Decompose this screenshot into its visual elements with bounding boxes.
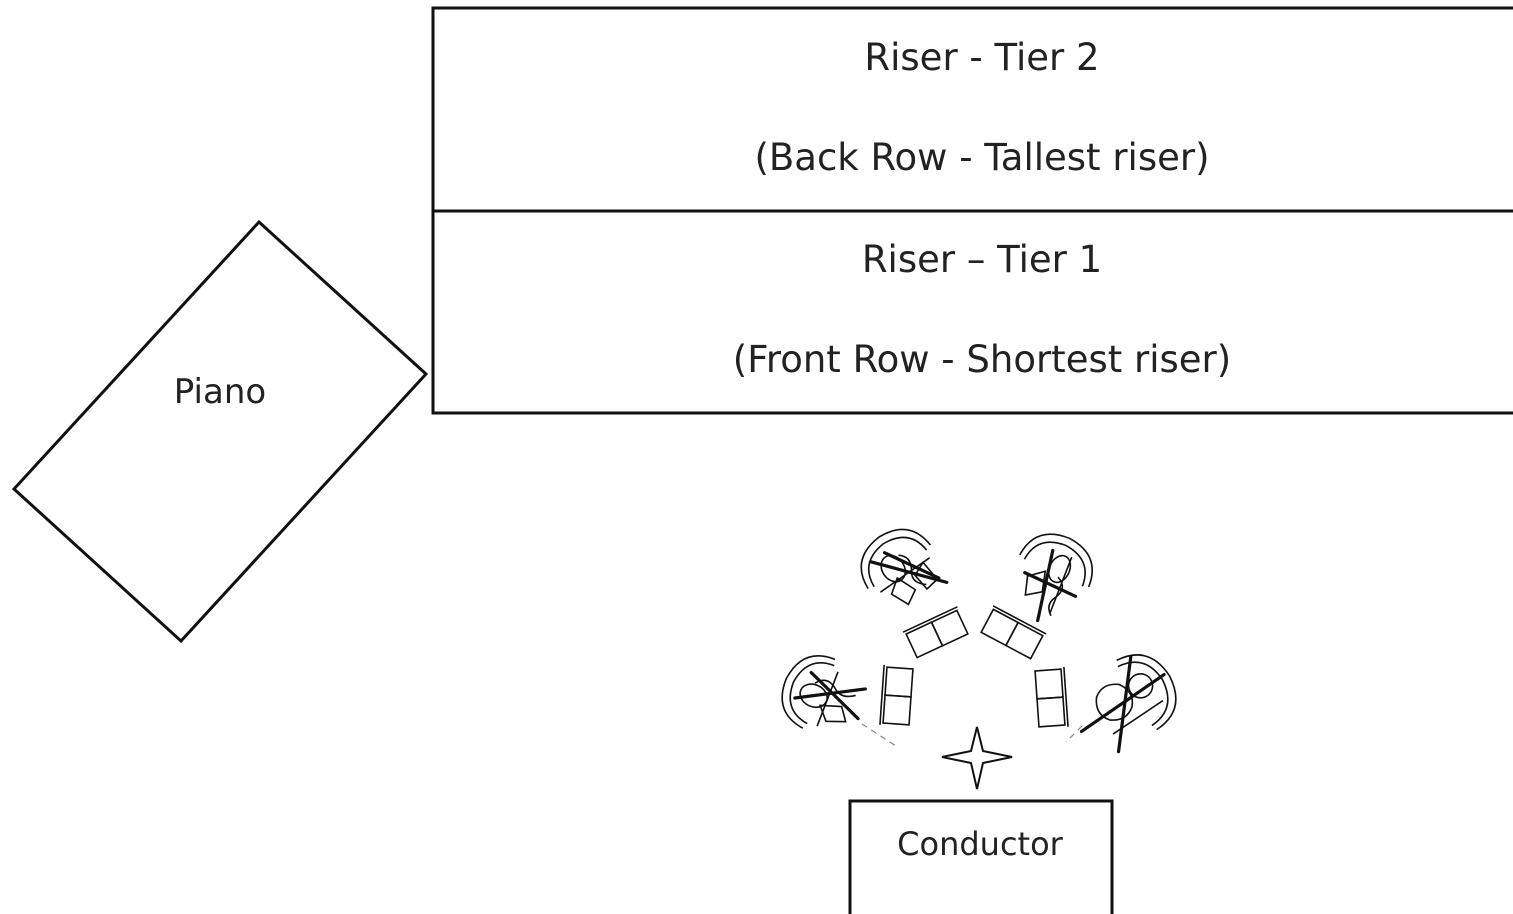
conductor-label: Conductor <box>897 825 1064 863</box>
viola-player-icon <box>781 655 867 729</box>
riser-tier-1: Riser – Tier 1 (Front Row - Shortest ris… <box>431 209 1513 415</box>
riser-tier-1-title: Riser – Tier 1 <box>862 238 1102 281</box>
riser-tier-2-title: Riser - Tier 2 <box>864 36 1099 79</box>
music-stand-icon <box>879 664 914 726</box>
star-icon <box>941 726 1013 790</box>
riser-tier-1-subtitle: (Front Row - Shortest riser) <box>733 338 1231 381</box>
conductor-podium: Conductor <box>848 799 1114 914</box>
cello-player-icon <box>1079 654 1177 754</box>
piano: Piano <box>11 219 429 644</box>
violin-player-icon <box>860 528 949 606</box>
sight-line <box>1065 725 1083 743</box>
riser-tier-2: Riser - Tier 2 (Back Row - Tallest riser… <box>431 6 1513 213</box>
piano-label: Piano <box>174 372 266 412</box>
music-stand-icon <box>1034 666 1069 728</box>
music-stand-icon <box>902 606 969 659</box>
violin-player-icon <box>1019 533 1093 623</box>
string-quartet <box>781 528 1177 790</box>
sight-line <box>861 723 897 747</box>
music-stand-icon <box>980 605 1047 660</box>
riser-tier-2-subtitle: (Back Row - Tallest riser) <box>754 136 1209 179</box>
